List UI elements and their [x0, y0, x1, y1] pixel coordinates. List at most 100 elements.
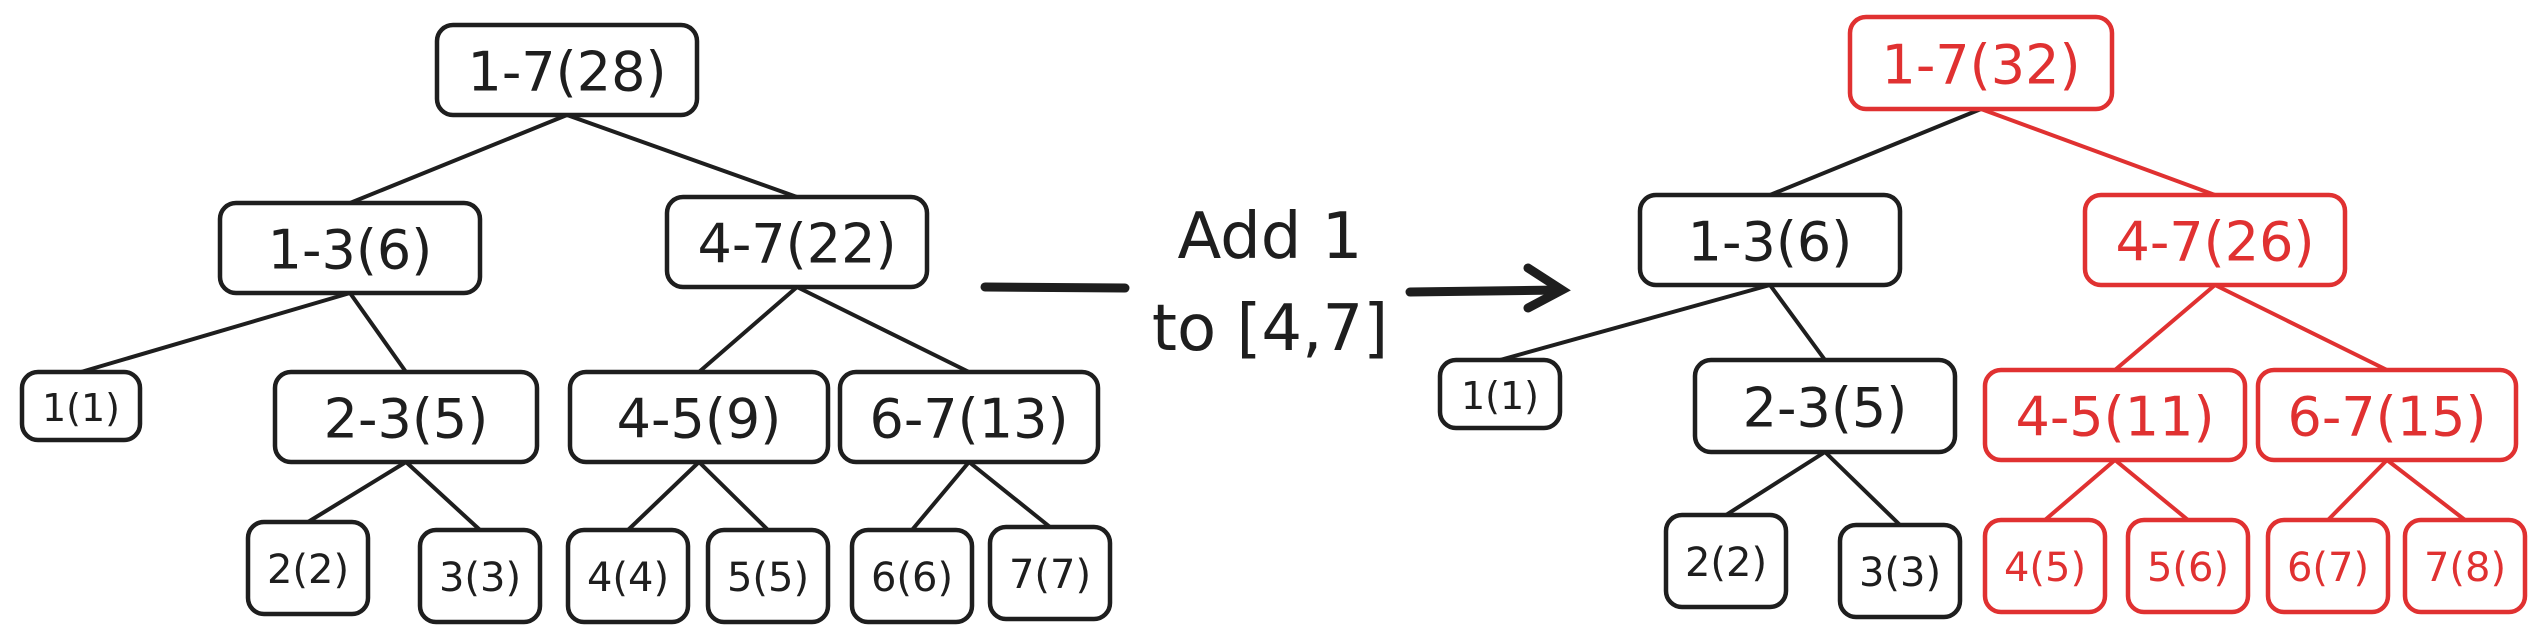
node-label: 3(3) — [1859, 550, 1941, 596]
tree-edge — [1979, 107, 2217, 197]
node-label: 4-7(26) — [2115, 211, 2314, 274]
node-label: 7(7) — [1009, 552, 1091, 598]
tree-node: 3(3) — [1837, 522, 1963, 620]
tree-edge — [1823, 450, 1902, 527]
tree-node: 1-7(28) — [434, 22, 700, 118]
tree-node: 4-5(9) — [567, 369, 831, 465]
node-label: 3(3) — [439, 555, 521, 601]
tree-edge — [2043, 458, 2117, 522]
node-box — [565, 527, 691, 625]
tree-node: 2(2) — [1663, 512, 1789, 610]
node-label: 6-7(15) — [2287, 386, 2486, 449]
tree-node: 6(7) — [2265, 517, 2391, 615]
node-box — [1982, 367, 2248, 463]
tree-edge — [1498, 283, 1772, 362]
tree-edge — [79, 291, 352, 374]
node-box — [1637, 192, 1903, 288]
node-label: 1-7(28) — [467, 41, 666, 104]
node-box — [1982, 517, 2108, 615]
tree-nodes: 1-7(28) 1-3(6) 4-7(22) 1(1) 2-3(5) 4-5(9) 6-7(… — [19, 14, 2528, 625]
node-box — [2125, 517, 2251, 615]
node-label: 2-3(5) — [324, 388, 489, 451]
tree-edge — [626, 460, 701, 532]
tree-edge — [967, 460, 1052, 529]
node-box — [1692, 357, 1958, 455]
tree-edge — [2113, 458, 2190, 522]
node-box — [19, 369, 143, 443]
tree-edge — [1768, 107, 1983, 197]
tree-edge — [697, 460, 770, 532]
node-box — [245, 519, 371, 617]
node-label: 1-3(6) — [1688, 211, 1853, 274]
tree-node: 6-7(13) — [837, 369, 1101, 465]
tree-edge — [795, 285, 971, 374]
tree-node: 1-7(32) — [1847, 14, 2115, 112]
tree-node: 5(5) — [705, 527, 831, 625]
node-label: 6(7) — [2287, 545, 2369, 591]
tree-node: 6(6) — [849, 527, 975, 625]
node-box — [1837, 522, 1963, 620]
node-box — [705, 527, 831, 625]
node-box — [987, 524, 1113, 622]
tree-node: 5(6) — [2125, 517, 2251, 615]
tree-node: 7(8) — [2402, 517, 2528, 615]
tree-node: 4(4) — [565, 527, 691, 625]
tree-node: 2-3(5) — [272, 369, 540, 465]
tree-edge — [1724, 450, 1827, 517]
tree-edge — [306, 460, 408, 524]
node-label: 5(6) — [2147, 545, 2229, 591]
tree-node: 1-3(6) — [1637, 192, 1903, 288]
operation-label-line1: Add 1 — [1178, 200, 1363, 274]
operation-arrow: Add 1 to [4,7] — [980, 200, 1571, 366]
tree-node: 6-7(15) — [2255, 367, 2519, 463]
node-label: 4-5(9) — [617, 388, 782, 451]
node-label: 1(1) — [42, 386, 120, 430]
node-box — [217, 200, 483, 296]
node-label: 4(4) — [587, 555, 669, 601]
arrow-shaft-left — [980, 282, 1130, 293]
node-label: 6(6) — [871, 555, 953, 601]
node-box — [2265, 517, 2391, 615]
node-label: 5(5) — [727, 555, 809, 601]
arrow-shaft-right — [1405, 285, 1565, 297]
node-box — [664, 194, 930, 290]
tree-edge — [697, 285, 799, 374]
tree-node: 4-5(11) — [1982, 367, 2248, 463]
tree-edge — [2326, 458, 2389, 522]
node-box — [2255, 367, 2519, 463]
tree-node: 1(1) — [1437, 357, 1563, 431]
node-box — [272, 369, 540, 465]
tree-node: 4-7(26) — [2082, 192, 2348, 288]
tree-edge — [910, 460, 971, 532]
arrow-head-icon — [1523, 263, 1571, 313]
node-label: 1(1) — [1461, 374, 1539, 418]
tree-node: 1-3(6) — [217, 200, 483, 296]
node-box — [849, 527, 975, 625]
node-label: 2(2) — [267, 547, 349, 593]
tree-edge — [565, 113, 799, 199]
node-label: 6-7(13) — [869, 388, 1068, 451]
node-box — [434, 22, 700, 118]
tree-node: 2(2) — [245, 519, 371, 617]
node-box — [1663, 512, 1789, 610]
operation-label-line2: to [4,7] — [1152, 292, 1388, 366]
tree-edge — [404, 460, 482, 532]
tree-edge — [348, 113, 569, 205]
tree-edge — [2385, 458, 2467, 522]
node-label: 4-5(11) — [2015, 386, 2214, 449]
node-label: 2-3(5) — [1743, 377, 1908, 440]
tree-node: 7(7) — [987, 524, 1113, 622]
tree-edge — [1768, 283, 1827, 362]
node-box — [2402, 517, 2528, 615]
node-box — [2082, 192, 2348, 288]
tree-edge — [2113, 283, 2217, 372]
node-box — [1847, 14, 2115, 112]
node-box — [1437, 357, 1563, 431]
tree-node: 3(3) — [417, 527, 543, 625]
tree-node: 4(5) — [1982, 517, 2108, 615]
node-label: 4-7(22) — [697, 213, 896, 276]
tree-edge — [2213, 283, 2389, 372]
node-box — [417, 527, 543, 625]
tree-node: 1(1) — [19, 369, 143, 443]
